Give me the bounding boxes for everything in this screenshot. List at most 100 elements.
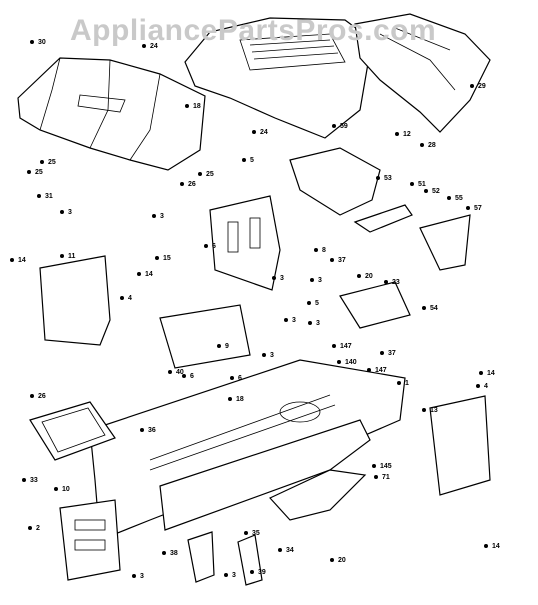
- callout-59: 59: [340, 123, 348, 130]
- fastener: [284, 318, 288, 322]
- fastener: [155, 256, 159, 260]
- fastener: [250, 570, 254, 574]
- callout-13: 13: [430, 407, 438, 414]
- callout-20: 20: [365, 273, 373, 280]
- callout-35: 35: [252, 530, 260, 537]
- fastener: [332, 124, 336, 128]
- callout-53: 53: [384, 175, 392, 182]
- fastener: [182, 374, 186, 378]
- fastener: [22, 478, 26, 482]
- fastener: [330, 558, 334, 562]
- fastener: [217, 344, 221, 348]
- side-grille: [354, 13, 491, 133]
- fastener: [37, 194, 41, 198]
- callout-3: 3: [140, 573, 144, 580]
- fastener: [308, 321, 312, 325]
- fastener: [372, 464, 376, 468]
- fastener: [162, 551, 166, 555]
- fastener: [54, 487, 58, 491]
- fastener: [252, 130, 256, 134]
- callout-147: 147: [340, 343, 352, 350]
- callout-51: 51: [418, 181, 426, 188]
- fastener: [367, 368, 371, 372]
- callout-52: 52: [432, 188, 440, 195]
- fastener: [384, 280, 388, 284]
- callout-25: 25: [48, 159, 56, 166]
- callout-36: 36: [148, 427, 156, 434]
- right-side-panel: [429, 395, 491, 496]
- front-plate: [59, 499, 121, 581]
- callout-28: 28: [428, 142, 436, 149]
- fastener: [180, 182, 184, 186]
- callout-3: 3: [316, 320, 320, 327]
- fastener: [142, 44, 146, 48]
- callout-39: 39: [258, 569, 266, 576]
- callout-40: 40: [176, 369, 184, 376]
- callout-10: 10: [62, 486, 70, 493]
- steering-bracket: [353, 204, 471, 271]
- fastener: [484, 544, 488, 548]
- callout-140: 140: [345, 359, 357, 366]
- fastener: [314, 248, 318, 252]
- callout-1: 1: [405, 380, 409, 387]
- fastener: [230, 376, 234, 380]
- callout-6: 6: [238, 375, 242, 382]
- callout-3: 3: [292, 317, 296, 324]
- fastener: [422, 306, 426, 310]
- fastener: [330, 258, 334, 262]
- callout-24: 24: [150, 43, 158, 50]
- callout-3: 3: [280, 275, 284, 282]
- fastener: [357, 274, 361, 278]
- callout-15: 15: [163, 255, 171, 262]
- callout-4: 4: [484, 383, 488, 390]
- fastener: [60, 254, 64, 258]
- callout-55: 55: [455, 195, 463, 202]
- callout-37: 37: [388, 350, 396, 357]
- fastener: [476, 384, 480, 388]
- fastener: [27, 170, 31, 174]
- fastener: [228, 397, 232, 401]
- callout-29: 29: [478, 83, 486, 90]
- fastener: [132, 574, 136, 578]
- left-side-panel: [39, 255, 111, 346]
- callout-26: 26: [188, 181, 196, 188]
- callout-14: 14: [145, 271, 153, 278]
- callout-3: 3: [318, 277, 322, 284]
- lower-brackets: [187, 531, 263, 586]
- callout-147: 147: [375, 367, 387, 374]
- fastener: [140, 428, 144, 432]
- fastener: [395, 132, 399, 136]
- fastener: [10, 258, 14, 262]
- shield: [289, 147, 381, 216]
- fastener: [466, 206, 470, 210]
- rear-fender: [17, 57, 206, 171]
- callout-30: 30: [38, 39, 46, 46]
- callout-57: 57: [474, 205, 482, 212]
- callout-23: 23: [392, 279, 400, 286]
- fastener: [168, 370, 172, 374]
- mounting-plate: [159, 304, 251, 369]
- fastener: [447, 196, 451, 200]
- callout-71: 71: [382, 474, 390, 481]
- callout-11: 11: [68, 253, 76, 260]
- callout-31: 31: [45, 193, 53, 200]
- callout-33: 33: [30, 477, 38, 484]
- fastener: [397, 381, 401, 385]
- callout-14: 14: [18, 257, 26, 264]
- fastener: [374, 475, 378, 479]
- callout-37: 37: [338, 257, 346, 264]
- callout-26: 26: [38, 393, 46, 400]
- fastener: [272, 276, 276, 280]
- hardware-fasteners: [10, 40, 488, 578]
- callout-20: 20: [338, 557, 346, 564]
- callout-8: 8: [322, 247, 326, 254]
- fastener: [152, 214, 156, 218]
- fastener: [30, 40, 34, 44]
- fastener: [278, 548, 282, 552]
- fastener: [332, 344, 336, 348]
- part-callouts: 3024181228292425252625593135365351525557…: [18, 39, 500, 580]
- callout-6: 6: [190, 373, 194, 380]
- callout-34: 34: [286, 547, 294, 554]
- callout-5: 5: [315, 300, 319, 307]
